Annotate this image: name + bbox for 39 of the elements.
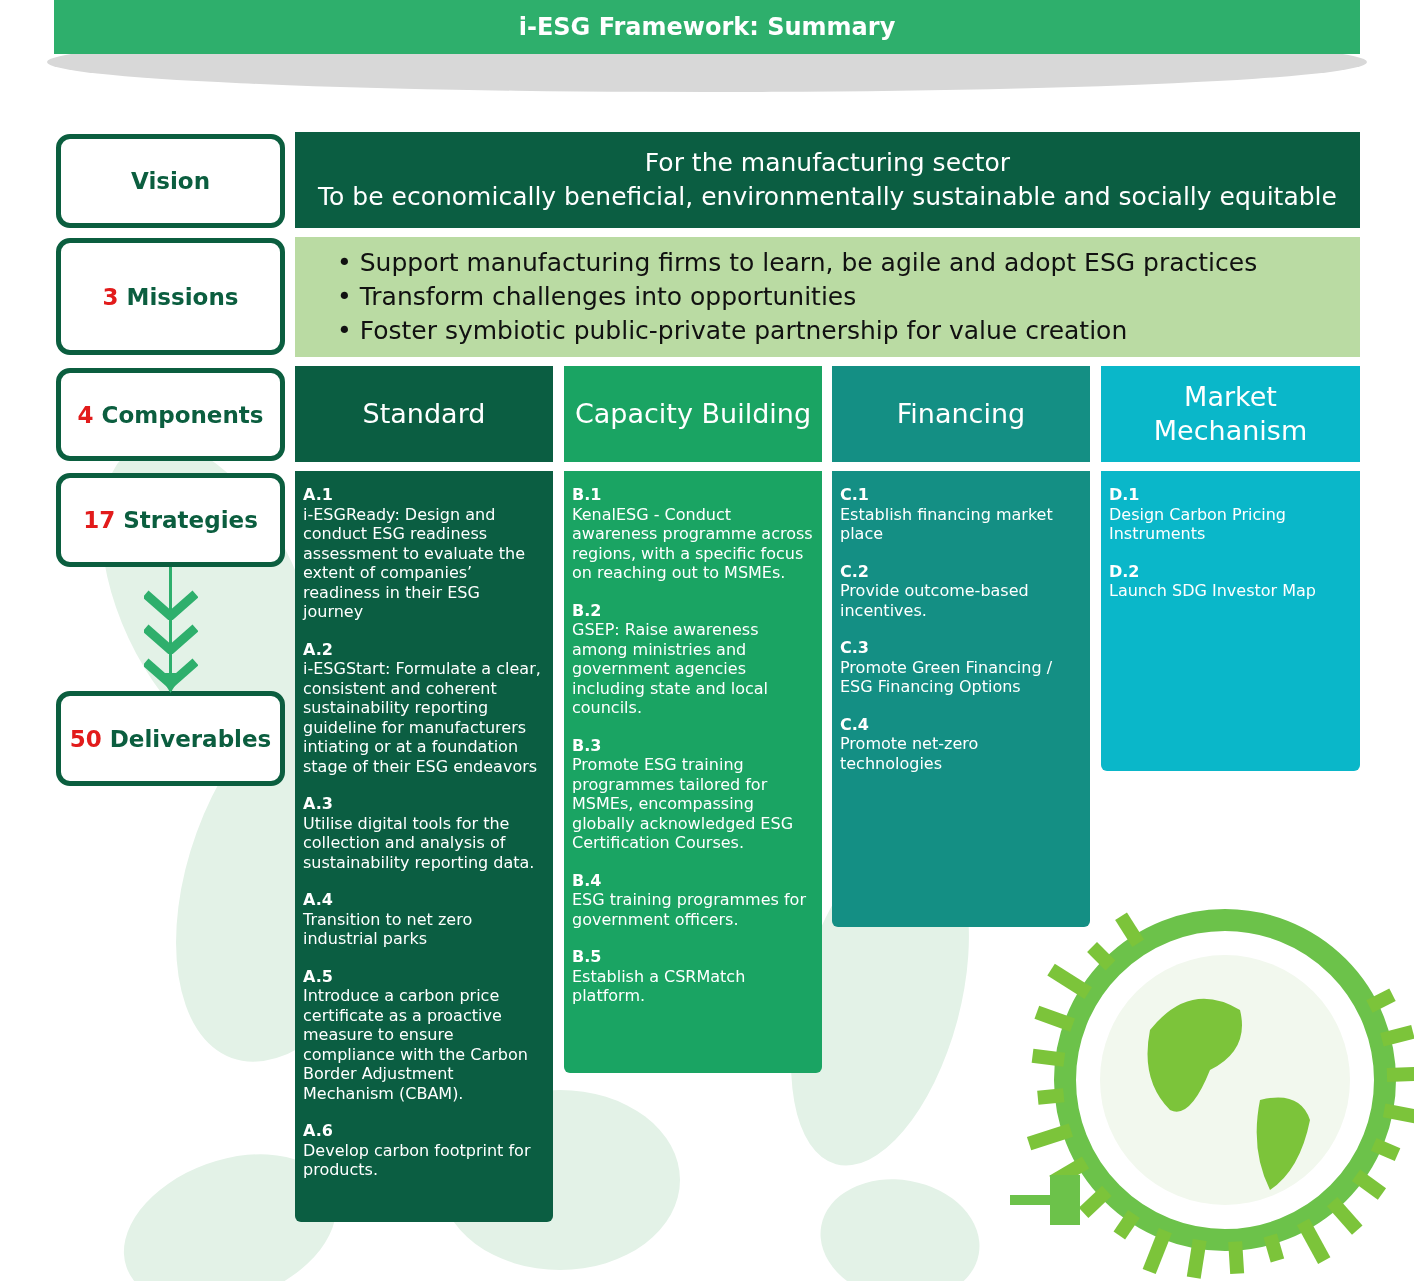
component-header: Market Mechanism [1101,366,1360,462]
strategy-item: B.4 ESG training programmes for government officers. [572,870,814,929]
strategy-item: D.1 Design Carbon Pricing Instruments [1109,485,1352,544]
strategy-item: C.4 Promote net-zero technologies [840,714,1082,773]
vision-text: To be economically beneficial, environmentally sustainable and socially equitable [318,181,1337,213]
strategy-item: A.3 Utilise digital tools for the collection and analysis of sustainability reporting data. [303,794,545,872]
strategy-item: A.6 Develop carbon footprint for products. [303,1121,545,1180]
strategy-item: C.1 Establish financing market place [840,485,1082,544]
strategy-column [564,471,822,1073]
strategy-item: B.2 GSEP: Raise awareness among ministries and government agencies including state and local councils. [572,600,814,718]
vision-text: For the manufacturing sector [644,147,1011,179]
component-header: Capacity Building [564,366,822,462]
chevron-arrow [144,567,198,693]
strategy-column [295,471,553,1222]
label-box: 3 Missions [56,238,285,355]
strategy-column [1101,471,1360,771]
bullet-item: • Foster symbiotic public-private partnership for value creation [337,315,1129,347]
strategy-column [832,471,1090,927]
strategy-item: A.1 i-ESGReady: Design and conduct ESG readiness assessment to evaluate the extent of companies’ readiness in their ESG journey [303,485,545,622]
strategy-item: A.5 Introduce a carbon price certificate as a proactive measure to ensure compliance with the Carbon Border Adjustment Mechanism (CBAM). [303,966,545,1103]
strategy-item: C.2 Provide outcome-based incentives. [840,561,1082,620]
strategy-item: A.2 i-ESGStart: Formulate a clear, consistent and coherent sustainability reporting guideline for manufacturers intiating or at a foundation stage of their ESG endeavors [303,639,545,776]
strategy-item: D.2 Launch SDG Investor Map [1109,561,1352,601]
bullet-item: • Transform challenges into opportunities [337,281,858,313]
strategy-item: C.3 Promote Green Financing / ESG Financing Options [840,638,1082,697]
strategy-item: B.5 Establish a CSRMatch platform. [572,947,814,1006]
strategy-item: B.1 KenalESG - Conduct awareness programme across regions, with a specific focus on reaching out to MSMEs. [572,485,814,583]
label-box: 4 Components [56,368,285,461]
label-box: 50 Deliverables [56,691,285,786]
label-box: Vision [56,134,285,228]
component-header: Financing [832,366,1090,462]
component-header: Standard [295,366,553,462]
strategy-item: A.4 Transition to net zero industrial parks [303,890,545,949]
title-banner: i-ESG Framework: Summary [54,0,1360,54]
missions-panel [295,237,1360,357]
label-box: 17 Strategies [56,473,285,567]
bullet-item: • Support manufacturing firms to learn, be agile and adopt ESG practices [337,247,1258,279]
vision-banner [295,132,1360,228]
strategy-item: B.3 Promote ESG training programmes tailored for MSMEs, encompassing globally acknowledged ESG Certification Courses. [572,735,814,853]
